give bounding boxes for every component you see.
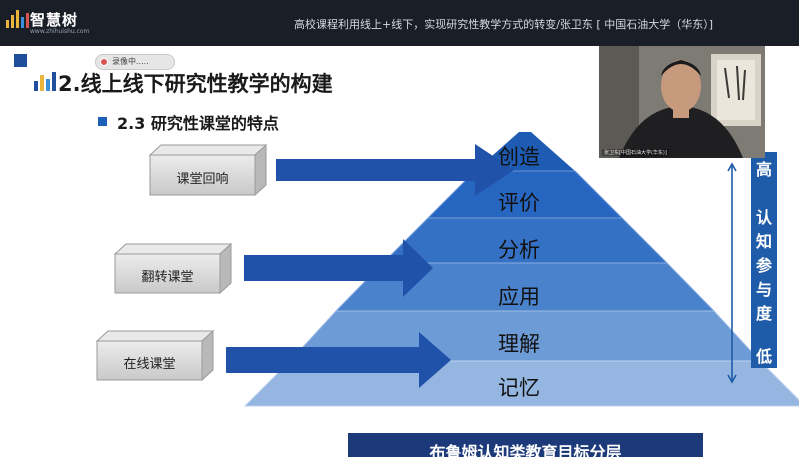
pyramid-label-create: 创造: [498, 145, 540, 169]
box-flipped-classroom: [113, 242, 233, 295]
arrow-to-create: [276, 144, 514, 196]
scale-char: 与: [755, 280, 772, 299]
pyramid-label-remember: 记忆: [498, 376, 540, 400]
webcam-caption: 张卫东[中国石油大学(华东)]: [602, 149, 669, 156]
scale-char: 度: [755, 304, 772, 323]
scale-low: 低: [755, 347, 772, 366]
slide-subheading: 2.3 研究性课堂的特点: [117, 114, 279, 133]
scale-char: 参: [755, 256, 772, 275]
decor-square: [14, 54, 27, 67]
box-online-classroom: [95, 329, 215, 382]
scale-bracket: [727, 162, 737, 384]
pyramid-label-analyze: 分析: [498, 238, 540, 262]
recording-label: 录像中.....: [112, 57, 149, 66]
slide-heading: 2.线上线下研究性教学的构建: [58, 72, 333, 96]
logo-icon: [6, 10, 29, 28]
presenter-image: [599, 46, 765, 158]
logo-text: 智慧树: [30, 11, 79, 29]
bloom-diagram: [95, 132, 799, 407]
box-label-classroom-echo: 课堂回响: [176, 172, 229, 187]
record-dot-icon: [100, 58, 108, 66]
bullet-square: [98, 117, 107, 126]
pyramid-label-apply: 应用: [498, 285, 540, 309]
course-title: 高校课程利用线上+线下，实现研究性教学方式的转变/张卫东 [ 中国石油大学（华东…: [294, 18, 713, 31]
scale-char: 知: [755, 232, 772, 251]
pyramid-label-evaluate: 评价: [498, 191, 540, 215]
webcam-video[interactable]: 张卫东[中国石油大学(华东)]: [599, 46, 765, 158]
box-label-online-classroom: 在线课堂: [123, 357, 176, 372]
scale-high: 高: [755, 160, 772, 179]
top-bar: 智慧树 www.zhihuishu.com 高校课程利用线上+线下，实现研究性教…: [0, 0, 799, 46]
arrow-to-analyze: [244, 239, 433, 297]
box-label-flipped-classroom: 翻转课堂: [141, 270, 194, 285]
scale-char: 认: [755, 208, 772, 227]
decor-bars-icon: [34, 72, 56, 91]
box-classroom-echo: [148, 143, 268, 197]
recording-badge[interactable]: 录像中.....: [95, 54, 175, 70]
arrow-to-understand: [226, 332, 451, 388]
cognitive-scale-bar: [751, 152, 777, 368]
pyramid-label-understand: 理解: [498, 332, 540, 356]
logo-url: www.zhihuishu.com: [30, 28, 90, 35]
bloom-banner: 布鲁姆认知类教育目标分层: [348, 433, 703, 457]
